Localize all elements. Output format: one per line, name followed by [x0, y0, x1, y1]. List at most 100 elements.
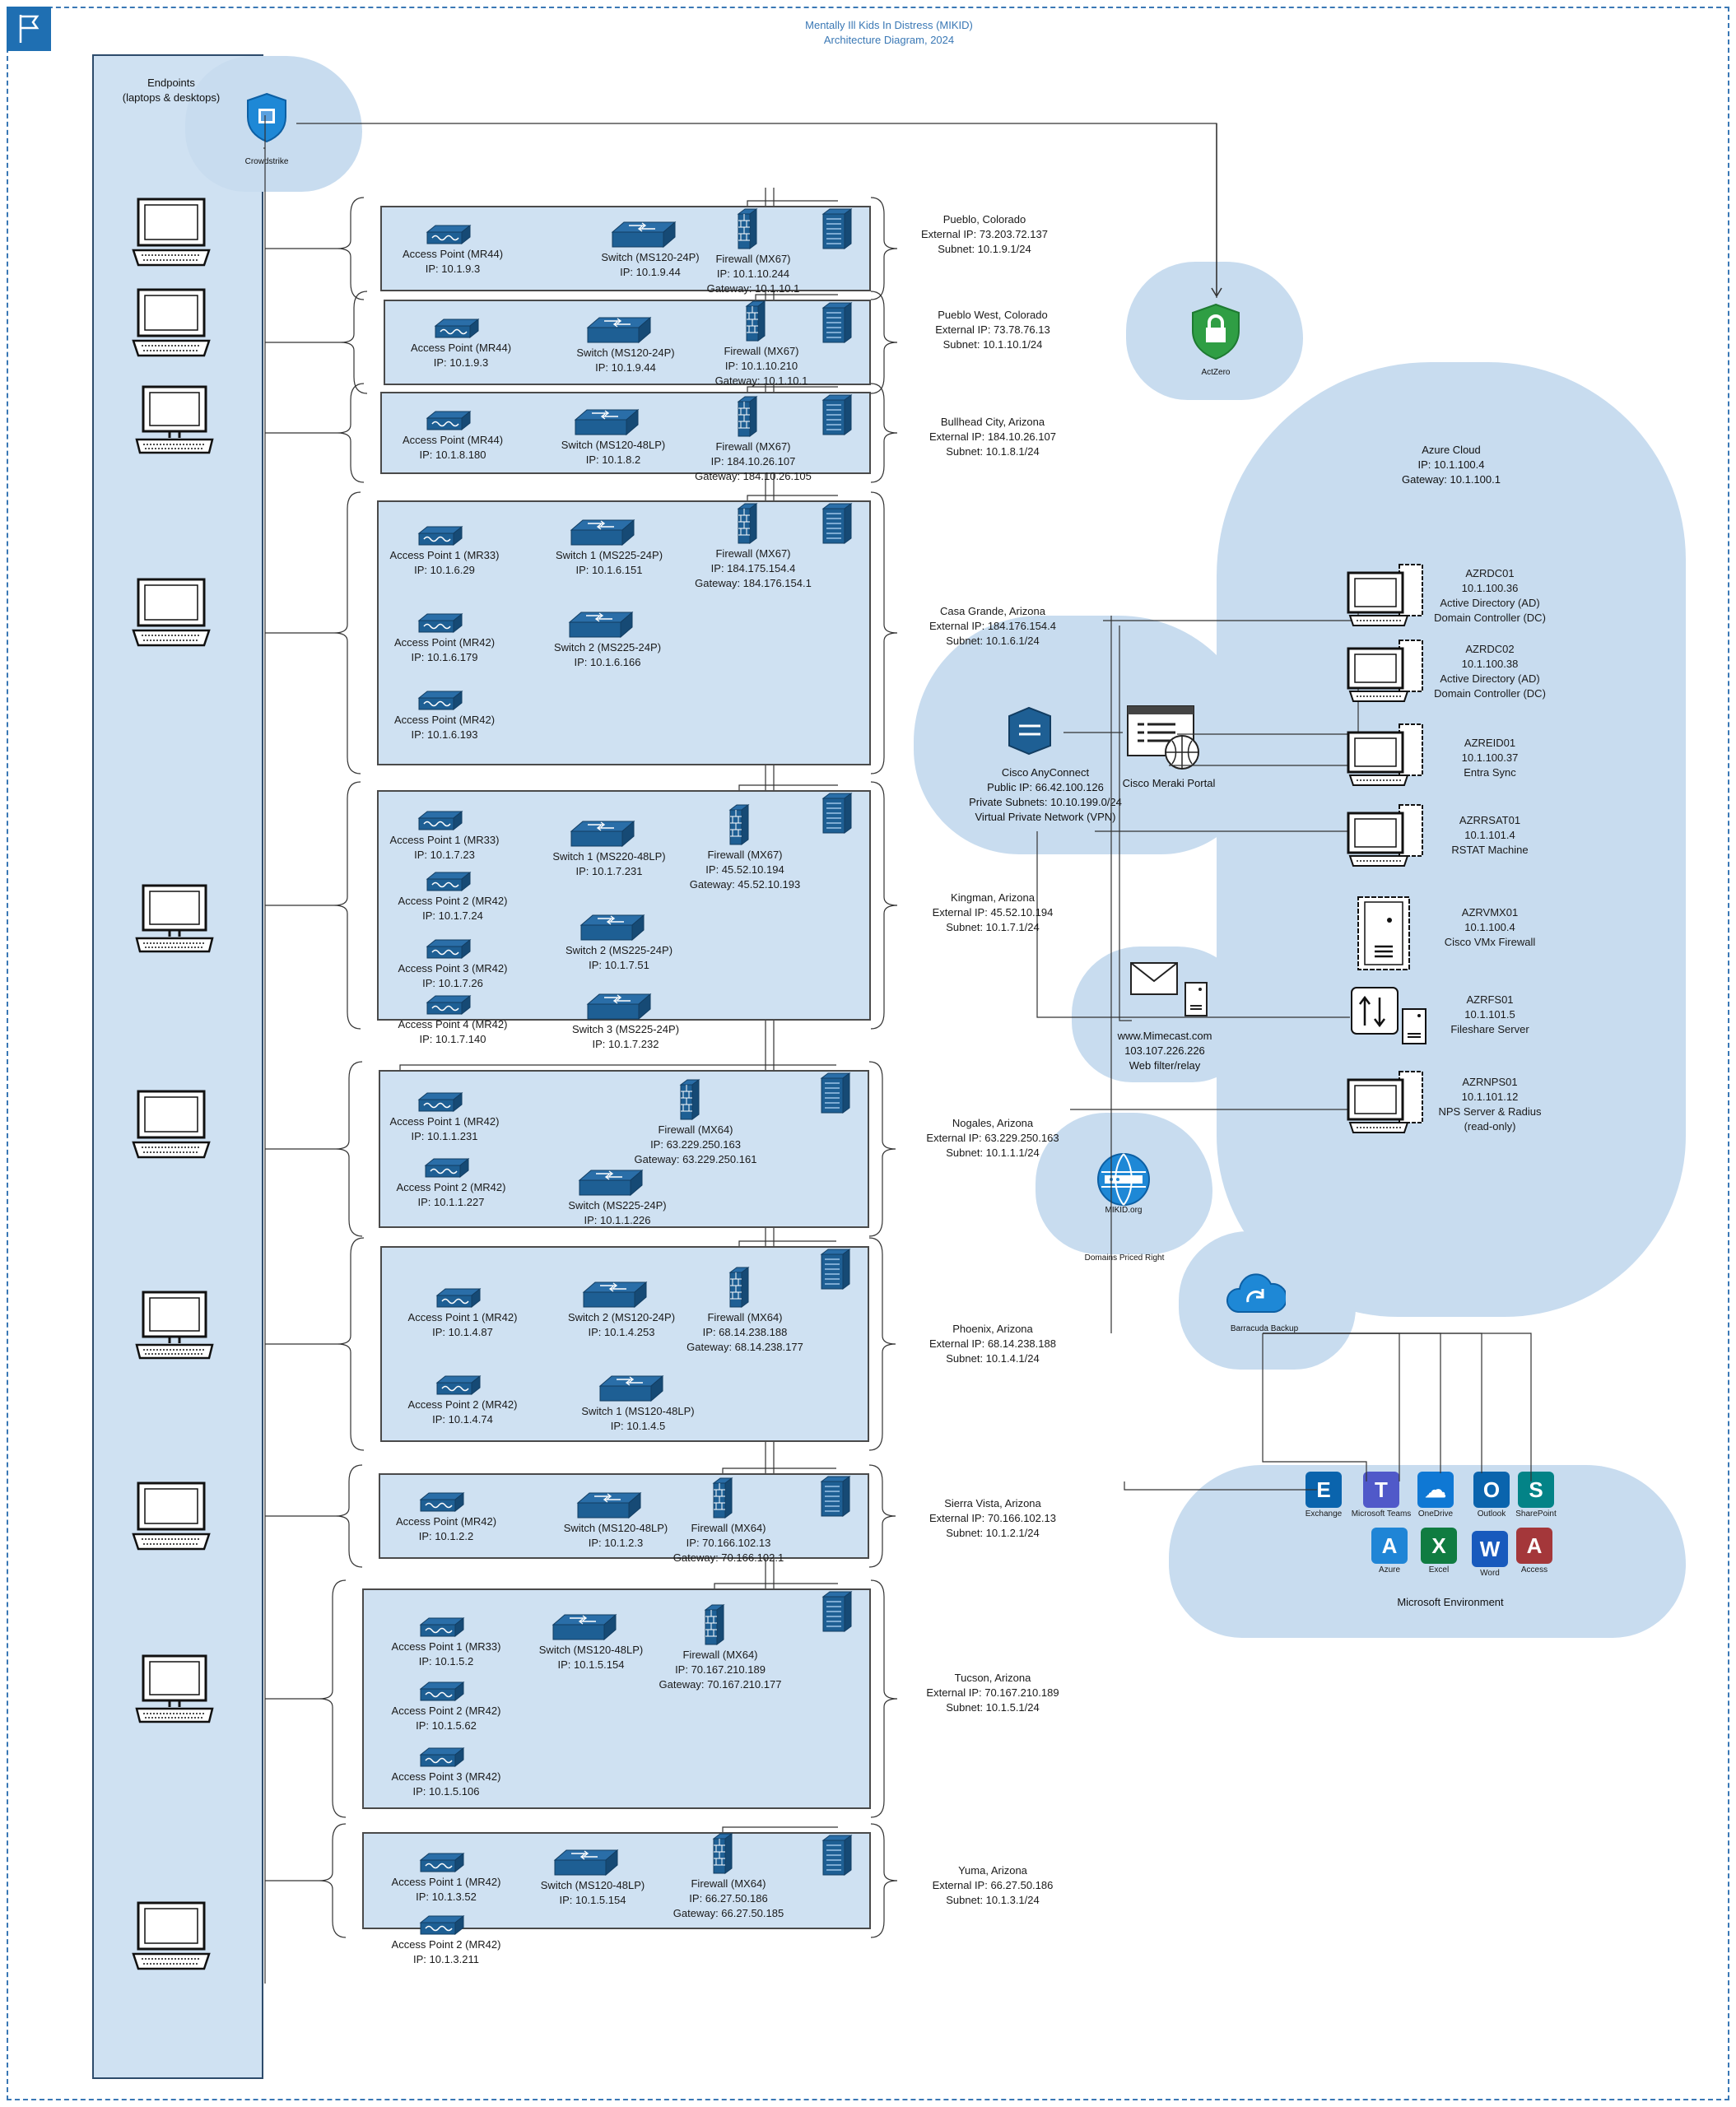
- device-gateway: Gateway: 70.167.210.177: [659, 1678, 782, 1691]
- azure-server-line: Domain Controller (DC): [1434, 612, 1546, 624]
- site-external-ip: External IP: 73.78.76.13: [935, 323, 1050, 336]
- device-gateway: Gateway: 63.229.250.161: [634, 1153, 757, 1165]
- device-ip: IP: 70.167.210.189: [675, 1663, 766, 1676]
- crowdstrike-shield-icon: [244, 92, 289, 143]
- azure-gateway: Gateway: 10.1.100.1: [1402, 473, 1501, 486]
- microsoft-environment-title: Microsoft Environment: [1397, 1596, 1504, 1608]
- app-label: Exchange: [1305, 1509, 1343, 1519]
- device-gateway: Gateway: 70.166.102.1: [673, 1551, 784, 1564]
- site-box: [380, 1246, 869, 1442]
- site-location: Tucson, Arizona: [954, 1672, 1031, 1684]
- switch-label: Switch (MS225-24P)IP: 10.1.1.226: [552, 1198, 683, 1228]
- azure-server-line: 10.1.101.4: [1464, 829, 1515, 841]
- mimecast-description: Web filter/relay: [1129, 1059, 1201, 1072]
- access-point-label: Access Point (MR42)IP: 10.1.6.179: [379, 635, 510, 665]
- switch-label: Switch 1 (MS225-24P)IP: 10.1.6.151: [543, 548, 675, 578]
- azure-server-line: AZRVMX01: [1461, 906, 1519, 919]
- device-ip: IP: 184.10.26.107: [710, 455, 796, 467]
- server-icon: [1347, 803, 1426, 872]
- access-point-icon: [416, 525, 463, 547]
- device-name: Firewall (MX64): [691, 1877, 766, 1890]
- switch-label: Switch 1 (MS220-48LP)IP: 10.1.7.231: [543, 849, 675, 879]
- access-point-icon: [417, 1914, 465, 1936]
- device-ip: IP: 10.1.6.29: [414, 564, 475, 576]
- site-external-ip: External IP: 66.27.50.186: [932, 1879, 1054, 1891]
- azure-server-line: 10.1.101.5: [1464, 1008, 1515, 1021]
- site-external-ip: External IP: 68.14.238.188: [929, 1337, 1056, 1350]
- firewall-icon: [704, 1603, 725, 1646]
- site-subnet: Subnet: 10.1.6.1/24: [946, 635, 1040, 647]
- diagram-frame: [7, 7, 1729, 2100]
- device-ip: IP: 10.1.7.26: [422, 977, 483, 989]
- azure-server-line: Entra Sync: [1464, 766, 1516, 779]
- device-ip: IP: 10.1.7.23: [414, 849, 475, 861]
- device-name: Firewall (MX67): [715, 253, 791, 265]
- azure-server-line: AZRDC01: [1465, 567, 1515, 579]
- device-name: Switch 2 (MS120-24P): [567, 1311, 676, 1323]
- app-label: Excel: [1428, 1565, 1450, 1574]
- device-ip: IP: 10.1.5.106: [412, 1785, 480, 1798]
- device-gateway: Gateway: 10.1.10.1: [706, 282, 800, 295]
- firewall-icon: [728, 803, 750, 846]
- device-ip: IP: 10.1.3.211: [413, 1953, 479, 1965]
- switch-label: Switch (MS120-24P)IP: 10.1.9.44: [560, 346, 691, 375]
- vpn-private-subnets: Private Subnets: 10.10.199.0/24: [969, 796, 1122, 808]
- mikid-org-label: MIKID.org: [1105, 1206, 1143, 1215]
- diagram-title: Mentally Ill Kids In Distress (MIKID) Ar…: [724, 18, 1054, 48]
- app-label: SharePoint: [1515, 1509, 1557, 1519]
- switch-label: Switch 2 (MS225-24P)IP: 10.1.6.166: [542, 640, 673, 670]
- device-ip: IP: 10.1.7.24: [422, 909, 483, 922]
- site-location: Bullhead City, Arizona: [940, 416, 1045, 428]
- azure-server-line: AZRRSAT01: [1459, 814, 1521, 826]
- site-external-ip: External IP: 70.166.102.13: [929, 1512, 1056, 1524]
- device-name: Switch (MS120-24P): [601, 251, 700, 263]
- laptop-icon: [132, 288, 214, 359]
- access-point-icon: [417, 1681, 465, 1702]
- access-point-label: Access Point 3 (MR42) IP: 10.1.5.106: [380, 1770, 512, 1799]
- device-ip: IP: 68.14.238.188: [702, 1326, 788, 1338]
- server-icon: [1347, 563, 1426, 631]
- actzero-label: ActZero: [1201, 368, 1231, 377]
- laptop-icon: [132, 1090, 214, 1160]
- vpn-label: Cisco AnyConnect Public IP: 66.42.100.12…: [930, 765, 1161, 825]
- site-box: [362, 1832, 871, 1929]
- device-name: Switch (MS225-24P): [568, 1199, 667, 1212]
- access-point-label: Access Point 1 (MR42)IP: 10.1.1.231: [379, 1114, 510, 1144]
- title-line-2: Architecture Diagram, 2024: [823, 34, 955, 46]
- server-icon: [1347, 723, 1426, 791]
- device-name: Access Point 3 (MR42): [391, 1770, 501, 1783]
- device-name: Firewall (MX67): [707, 849, 783, 861]
- crowdstrike-label: Crowdstrike: [244, 157, 289, 166]
- desktop-icon: [133, 1654, 216, 1725]
- device-ip: IP: 10.1.1.227: [417, 1196, 485, 1208]
- device-name: Switch (MS120-48LP): [538, 1644, 644, 1656]
- switch-icon: [552, 1849, 619, 1877]
- device-ip: IP: 10.1.8.2: [585, 453, 641, 466]
- device-name: Switch (MS120-48LP): [561, 439, 666, 451]
- access-point-icon: [432, 318, 480, 339]
- device-ip: IP: 66.27.50.186: [689, 1892, 768, 1905]
- device-name: Access Point (MR42): [395, 1515, 497, 1528]
- device-name: Access Point (MR44): [402, 434, 504, 446]
- site-box: [379, 1473, 869, 1559]
- site-location: Pueblo West, Colorado: [938, 309, 1048, 321]
- device-ip: IP: 45.52.10.194: [705, 863, 784, 876]
- endpoints-subtitle: (laptops & desktops): [122, 91, 221, 104]
- azure-server-line: Fileshare Server: [1450, 1023, 1529, 1035]
- server-rack-icon: [821, 1590, 853, 1633]
- server-rack-icon: [821, 1834, 853, 1877]
- azure-server-line: Active Directory (AD): [1440, 672, 1540, 685]
